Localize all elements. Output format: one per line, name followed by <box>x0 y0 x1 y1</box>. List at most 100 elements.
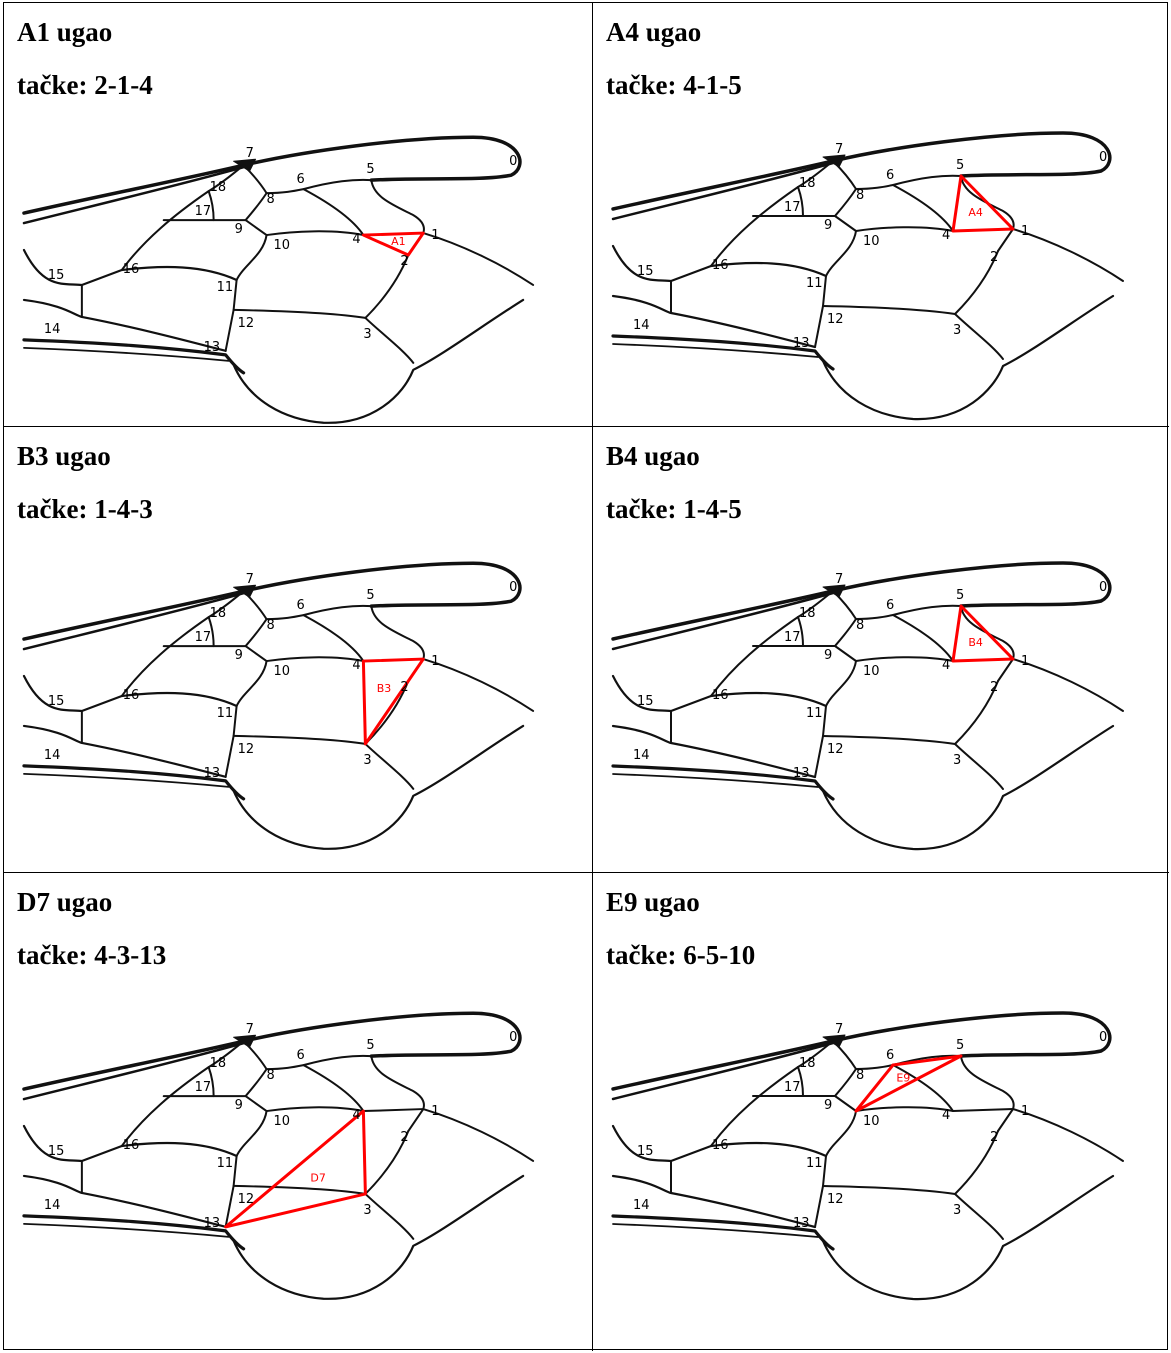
wing-hind-margin <box>234 726 524 849</box>
landmark-label-2: 2 <box>400 1130 408 1145</box>
wing-vein <box>1013 229 1123 281</box>
landmark-label-9: 9 <box>235 648 243 663</box>
landmark-label-8: 8 <box>267 192 275 207</box>
landmark-label-11: 11 <box>217 280 234 295</box>
landmark-label-8: 8 <box>267 618 275 633</box>
landmark-label-18: 18 <box>210 606 227 621</box>
landmark-label-3: 3 <box>953 1203 961 1218</box>
wing-vein <box>371 1056 424 1109</box>
wing-hind-margin <box>823 296 1113 419</box>
panel-points: tačke: 6-5-10 <box>606 940 755 971</box>
wing-anal-vein <box>613 344 818 357</box>
landmark-label-15: 15 <box>48 694 65 709</box>
wing-vein <box>1013 1109 1123 1161</box>
landmark-label-4: 4 <box>942 658 950 673</box>
wing-anal-vein <box>613 774 818 787</box>
landmark-label-5: 5 <box>956 158 964 173</box>
landmark-label-15: 15 <box>637 1144 654 1159</box>
landmark-label-4: 4 <box>352 658 360 673</box>
landmark-label-0: 0 <box>509 1030 517 1045</box>
landmark-label-15: 15 <box>637 264 654 279</box>
wing-vein <box>371 606 424 659</box>
landmark-label-18: 18 <box>799 1056 816 1071</box>
wing-vein <box>955 314 1003 359</box>
wing-hind-margin <box>234 1176 524 1299</box>
landmark-label-1: 1 <box>1021 224 1029 239</box>
landmark-label-0: 0 <box>1099 150 1107 165</box>
landmark-label-4: 4 <box>942 1108 950 1123</box>
landmark-label-6: 6 <box>297 1048 305 1063</box>
wing-vein <box>955 1194 1003 1239</box>
landmark-label-14: 14 <box>633 1198 650 1213</box>
wing-vein <box>423 1109 533 1161</box>
wing-vein <box>246 1069 267 1111</box>
landmark-label-11: 11 <box>806 1156 823 1171</box>
landmark-label-17: 17 <box>195 630 212 645</box>
landmark-label-6: 6 <box>297 172 305 187</box>
landmark-label-5: 5 <box>366 588 374 603</box>
panel-points: tačke: 1-4-3 <box>17 494 153 525</box>
landmark-label-13: 13 <box>204 1216 221 1231</box>
landmark-label-17: 17 <box>784 1080 801 1095</box>
landmark-label-4: 4 <box>352 232 360 247</box>
landmark-label-5: 5 <box>956 1038 964 1053</box>
wing-vein <box>408 1109 423 1131</box>
landmark-label-2: 2 <box>400 680 408 695</box>
landmark-label-0: 0 <box>509 154 517 169</box>
landmark-label-7: 7 <box>246 1022 254 1037</box>
panel-title: E9 ugao <box>606 887 700 918</box>
landmark-label-18: 18 <box>799 606 816 621</box>
landmark-label-7: 7 <box>246 572 254 587</box>
wing-vein <box>303 615 363 661</box>
landmark-label-15: 15 <box>637 694 654 709</box>
landmark-label-14: 14 <box>633 748 650 763</box>
wing-vein <box>955 744 1003 789</box>
wing-hind-margin <box>823 726 1113 849</box>
landmark-label-0: 0 <box>1099 580 1107 595</box>
landmark-label-13: 13 <box>793 766 810 781</box>
angle-label: D7 <box>310 1171 325 1184</box>
landmark-label-2: 2 <box>990 1130 998 1145</box>
landmark-label-1: 1 <box>1021 1104 1029 1119</box>
landmark-label-1: 1 <box>1021 654 1029 669</box>
landmark-label-18: 18 <box>210 180 227 195</box>
landmark-label-16: 16 <box>123 262 140 277</box>
landmark-label-4: 4 <box>352 1108 360 1123</box>
wing-vein <box>835 619 856 661</box>
panel-points: tačke: 1-4-5 <box>606 494 742 525</box>
landmark-label-17: 17 <box>784 630 801 645</box>
wing-vein <box>371 180 424 233</box>
landmark-label-15: 15 <box>48 1144 65 1159</box>
landmark-label-14: 14 <box>44 1198 61 1213</box>
landmark-label-16: 16 <box>712 688 729 703</box>
landmark-label-7: 7 <box>835 1022 843 1037</box>
wing-anal-vein <box>24 774 229 787</box>
wing-vein <box>365 744 413 789</box>
landmark-label-10: 10 <box>863 664 880 679</box>
landmark-label-0: 0 <box>509 580 517 595</box>
landmark-label-4: 4 <box>942 228 950 243</box>
wing-vein <box>961 1056 1014 1109</box>
landmark-label-8: 8 <box>856 1068 864 1083</box>
landmark-label-2: 2 <box>990 680 998 695</box>
landmark-label-8: 8 <box>856 188 864 203</box>
panel-points: tačke: 2-1-4 <box>17 70 153 101</box>
landmark-label-14: 14 <box>633 318 650 333</box>
panel-d7: D7 ugao tačke: 4-3-13 D70123456789101112… <box>4 873 593 1351</box>
landmark-label-7: 7 <box>835 572 843 587</box>
landmark-label-11: 11 <box>217 706 234 721</box>
landmark-label-11: 11 <box>806 276 823 291</box>
landmark-label-17: 17 <box>195 204 212 219</box>
landmark-label-6: 6 <box>886 598 894 613</box>
landmark-label-12: 12 <box>827 742 844 757</box>
landmark-label-13: 13 <box>793 336 810 351</box>
wing-vein <box>833 161 961 189</box>
wing-anal-vein <box>24 348 229 361</box>
wing-vein <box>303 1065 363 1111</box>
wing-vein <box>303 189 363 235</box>
wing-vein <box>1013 659 1123 711</box>
landmark-label-13: 13 <box>793 1216 810 1231</box>
